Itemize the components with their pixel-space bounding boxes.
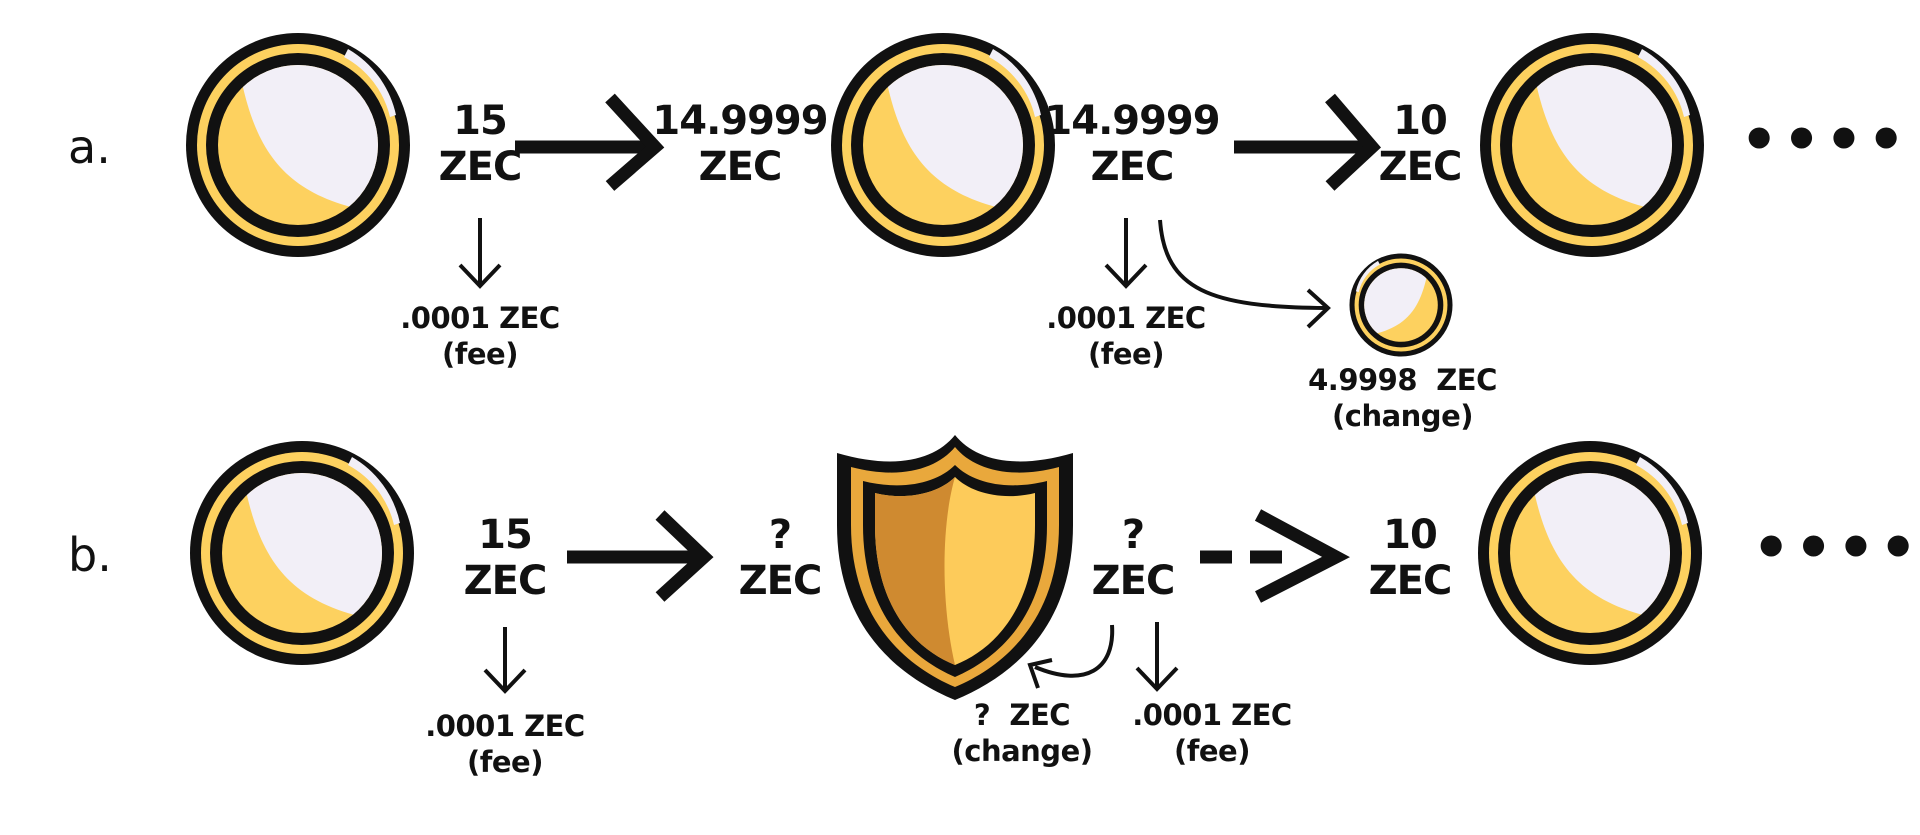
fee-label: .0001 ZEC (fee) (1026, 300, 1226, 372)
amount-value: 15 (453, 98, 508, 144)
fee-arrow-icon (1104, 218, 1148, 289)
amount-unit: ZEC (1091, 558, 1176, 604)
fee-label: .0001 ZEC (fee) (1117, 697, 1307, 769)
change-caption: (change) (951, 734, 1094, 768)
change-amount: 4.9998 ZEC (1308, 363, 1497, 397)
transfer-arrow-icon (567, 510, 714, 602)
row-label-a: a. (68, 120, 111, 174)
amount-unit: ZEC (1368, 558, 1453, 604)
input-amount: 15 ZEC (445, 512, 565, 604)
coin-icon (190, 413, 422, 665)
fee-amount: .0001 ZEC (425, 709, 585, 743)
change-amount: ? ZEC (973, 698, 1071, 732)
change-label: 4.9998 ZEC (change) (1290, 362, 1515, 434)
fee-caption: (fee) (1174, 734, 1250, 768)
fee-arrow-icon (483, 627, 527, 694)
coin-icon (831, 5, 1063, 257)
amount-value: ? (768, 512, 792, 558)
fee-caption: (fee) (1088, 337, 1164, 371)
amount-unit: ZEC (438, 144, 523, 190)
amount-value: 14.9999 (1044, 98, 1220, 144)
output-amount: 10 ZEC (1370, 98, 1470, 190)
fee-arrow-icon (458, 218, 502, 289)
coin-icon (186, 5, 418, 257)
fee-amount: .0001 ZEC (1046, 301, 1206, 335)
amount-value: ? (1121, 512, 1145, 558)
amount-unit: ZEC (463, 558, 548, 604)
change-return-arrow-icon (1027, 624, 1115, 689)
continuation-dots: •••• (1740, 105, 1910, 175)
amount-unit: ZEC (1378, 144, 1463, 190)
amount-value: 14.9999 (652, 98, 828, 144)
change-arrow-icon (1158, 219, 1331, 329)
amount-unit: ZEC (1090, 144, 1175, 190)
fee-arrow-icon (1135, 622, 1179, 692)
fee-amount: .0001 ZEC (400, 301, 560, 335)
fee-amount: .0001 ZEC (1132, 698, 1292, 732)
received-amount: 14.9999 ZEC (650, 98, 830, 190)
transfer-arrow-icon (1234, 93, 1382, 191)
amount-value: 10 (1393, 98, 1448, 144)
amount-value: 15 (478, 512, 533, 558)
change-caption: (change) (1332, 399, 1474, 433)
input-amount: 15 ZEC (420, 98, 540, 190)
fee-label: .0001 ZEC (fee) (380, 300, 580, 372)
dashed-transfer-arrow-icon (1200, 509, 1350, 603)
change-coin-icon (1346, 241, 1453, 357)
fee-caption: (fee) (442, 337, 518, 371)
transfer-arrow-icon (515, 93, 665, 191)
row-label-b: b. (68, 528, 112, 582)
sent-amount: 14.9999 ZEC (1042, 98, 1222, 190)
amount-unit: ZEC (738, 558, 823, 604)
amount-value: 10 (1383, 512, 1438, 558)
output-amount: 10 ZEC (1355, 512, 1465, 604)
coin-icon (1480, 5, 1712, 257)
change-label: ? ZEC (change) (942, 697, 1102, 769)
shielded-output-amount: ? ZEC (1078, 512, 1188, 604)
continuation-dots: •••• (1752, 513, 1920, 583)
coin-icon (1478, 413, 1710, 665)
amount-unit: ZEC (698, 144, 783, 190)
fee-label: .0001 ZEC (fee) (405, 708, 605, 780)
shielded-input-amount: ? ZEC (725, 512, 835, 604)
fee-caption: (fee) (467, 745, 543, 779)
shield-icon (837, 435, 1073, 700)
